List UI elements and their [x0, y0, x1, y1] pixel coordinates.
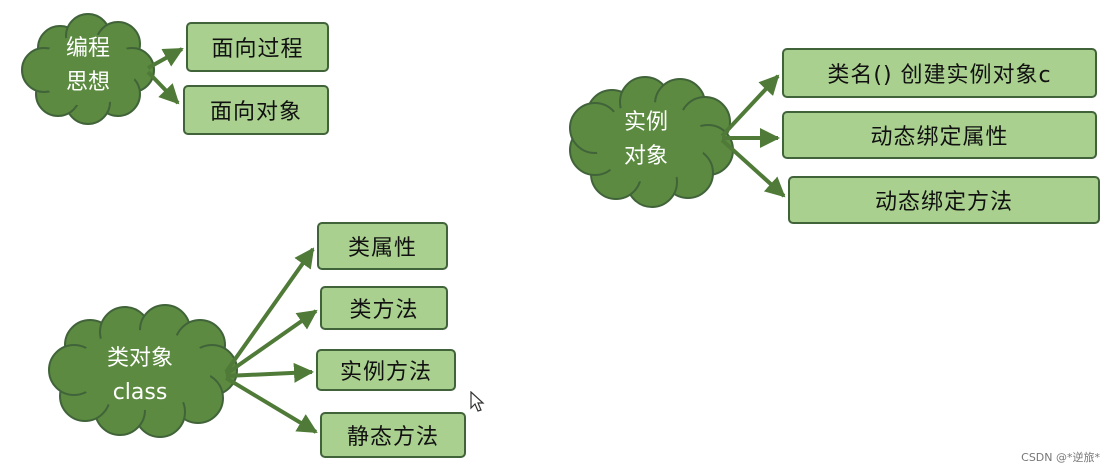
- cloud-instance-line1: 实例: [623, 110, 668, 135]
- cloud-instance-shape: [569, 76, 734, 208]
- box-static-method: 静态方法: [320, 412, 466, 458]
- csdn-watermark: CSDN @*逆旅*: [1021, 451, 1100, 464]
- box-oop: 面向对象: [183, 85, 329, 135]
- cloud-class-object-shape: [48, 304, 238, 438]
- cloud-class-object-line1: 类对象: [106, 346, 173, 371]
- cloud-programming-shape: [21, 13, 155, 125]
- arrow-to-class-attr: [224, 247, 315, 374]
- box-instance-method: 实例方法: [316, 349, 456, 391]
- cloud-class-object-line2: class: [112, 380, 168, 405]
- mouse-cursor-icon: [470, 391, 485, 412]
- arrows: [146, 47, 786, 434]
- cloud-programming-line2: 思想: [65, 70, 110, 95]
- arrow-to-oop: [146, 70, 180, 105]
- box-class-attr: 类属性: [317, 222, 448, 270]
- arrow-to-instance-method: [225, 362, 314, 383]
- cloud-programming-line1: 编程: [65, 36, 110, 61]
- arrow-to-dyn-method: [720, 138, 786, 198]
- arrow-to-procedural: [147, 47, 184, 70]
- cloud-instance-label: 实例 对象: [606, 106, 686, 174]
- cloud-programming-label: 编程 思想: [48, 32, 128, 100]
- box-create-instance: 类名() 创建实例对象c: [782, 48, 1097, 98]
- arrow-to-create-instance: [720, 74, 780, 138]
- arrow-to-class-method: [224, 309, 318, 376]
- box-procedural: 面向过程: [186, 22, 329, 72]
- cloud-instance-line2: 对象: [623, 144, 668, 169]
- box-class-method: 类方法: [320, 286, 448, 330]
- box-dynamic-method: 动态绑定方法: [788, 176, 1100, 224]
- box-dynamic-attribute: 动态绑定属性: [782, 111, 1097, 159]
- cloud-class-object-label: 类对象 class: [90, 342, 190, 410]
- arrow-to-static-method: [224, 376, 318, 434]
